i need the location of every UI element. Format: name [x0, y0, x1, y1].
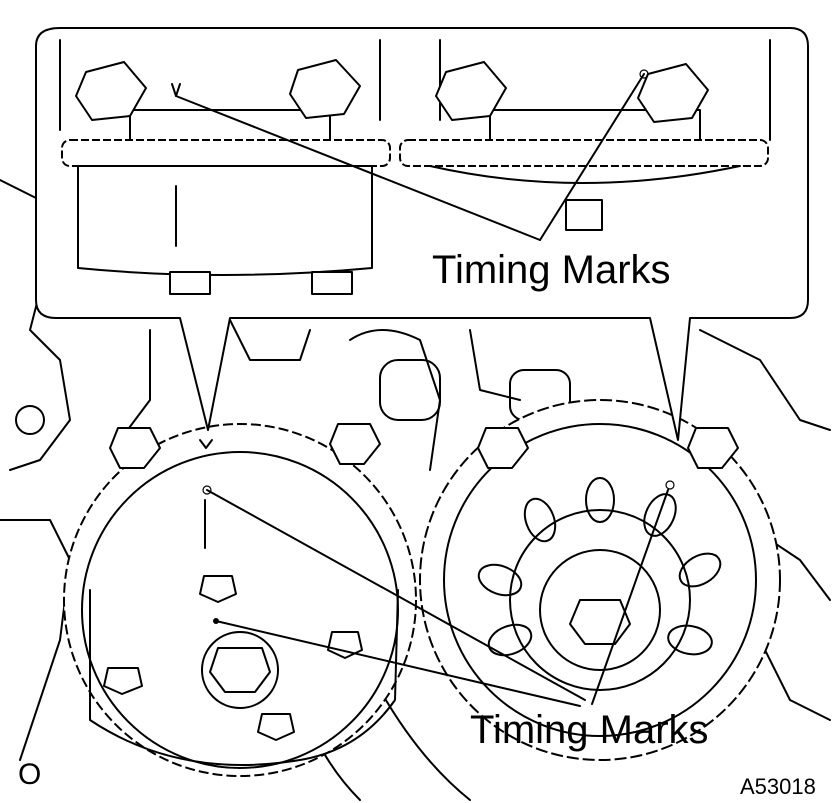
timing-marks-label-main: Timing Marks — [470, 708, 709, 752]
inset-detail-panel — [35, 27, 809, 441]
bottom-leader-lines — [206, 489, 669, 707]
exhaust-camshaft-sprocket — [419, 399, 781, 761]
figure-id: A53018 — [740, 774, 816, 799]
bolt-group — [103, 575, 363, 741]
timing-marks-label-inset: Timing Marks — [432, 248, 671, 292]
corner-mark: O — [18, 758, 42, 791]
intake-camshaft-gear — [63, 423, 417, 777]
